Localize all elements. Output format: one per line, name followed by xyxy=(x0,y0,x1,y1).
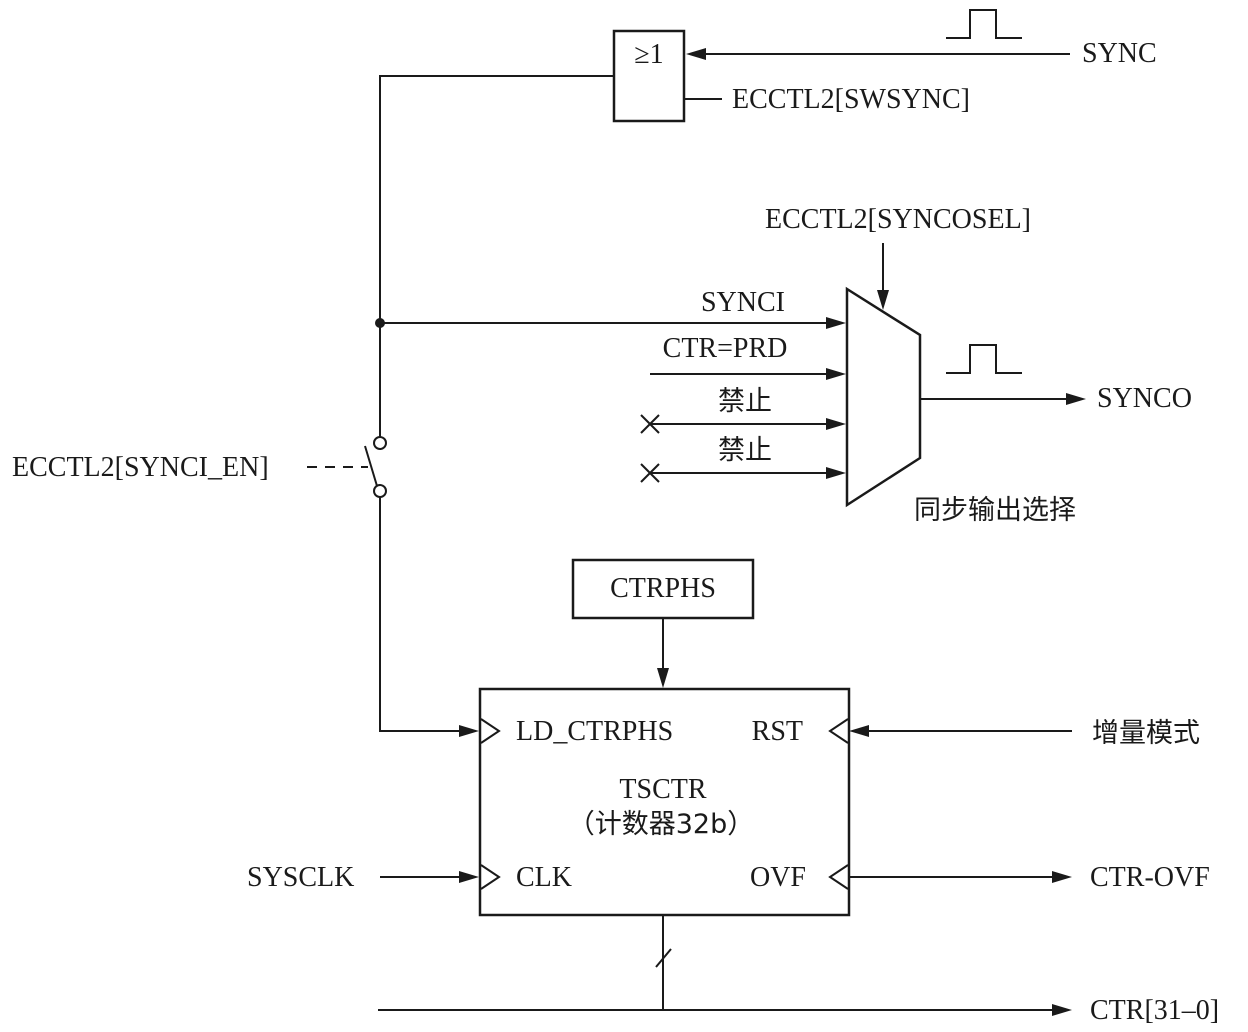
mux-input-disabled-1-arrow xyxy=(826,418,846,430)
sync-out-mux xyxy=(845,286,922,508)
ctr-bus-arrow xyxy=(1052,1004,1072,1016)
ovf-port-label: OVF xyxy=(750,862,806,893)
ctrphs-register-label: CTRPHS xyxy=(610,573,716,604)
rst-port-chevron xyxy=(828,718,849,744)
switch-blade xyxy=(364,445,378,487)
switch-upper-contact xyxy=(373,436,387,450)
ctr-bus-label: CTR[31–0] xyxy=(1090,995,1219,1026)
sysclk-input-arrow xyxy=(459,871,479,883)
synco-pulse-icon xyxy=(946,344,1022,374)
synco-output-label: SYNCO xyxy=(1097,383,1192,414)
or-gate-symbol: ≥1 xyxy=(634,39,663,70)
ld-ctrphs-port-chevron xyxy=(480,718,501,744)
ctr-ovf-label: CTR-OVF xyxy=(1090,862,1210,893)
ld-ctrphs-arrow xyxy=(459,725,479,737)
rst-source-label: 增量模式 xyxy=(1092,718,1200,749)
ld-ctrphs-port-label: LD_CTRPHS xyxy=(516,716,673,747)
ovf-output-arrow xyxy=(1052,871,1072,883)
mux-input-ctrprd-arrow xyxy=(826,368,846,380)
bus-width-slash xyxy=(655,948,672,968)
switch-lower-wire xyxy=(379,497,464,732)
rst-input-arrow xyxy=(849,725,869,737)
tsctr-counter-block xyxy=(478,687,851,917)
sync-pulse-icon xyxy=(946,9,1022,39)
mux-input-synci-arrow xyxy=(826,317,846,329)
counter-subtitle: （计数器32b） xyxy=(568,809,755,840)
counter-name: TSCTR xyxy=(619,774,706,805)
mux-input-ctrprd-label: CTR=PRD xyxy=(663,333,788,364)
switch-lower-contact xyxy=(373,484,387,498)
mux-input-disabled-2-label: 禁止 xyxy=(718,435,772,466)
disabled-2-cross-icon xyxy=(640,463,660,483)
or-gate-output-wire xyxy=(379,75,614,323)
clk-port-label: CLK xyxy=(516,862,572,893)
swsync-input-label: ECCTL2[SWSYNC] xyxy=(732,84,970,115)
mux-input-disabled-1-label: 禁止 xyxy=(718,386,772,417)
sync-input-arrow xyxy=(686,48,706,60)
mux-input-synci-label: SYNCI xyxy=(701,287,785,318)
ovf-port-chevron xyxy=(828,864,849,890)
mux-select-label: ECCTL2[SYNCOSEL] xyxy=(765,204,1031,235)
ctrphs-to-counter-arrow xyxy=(657,668,669,688)
rst-port-label: RST xyxy=(752,716,803,747)
sync-input-label: SYNC xyxy=(1082,38,1157,69)
disabled-1-cross-icon xyxy=(640,414,660,434)
sysclk-label: SYSCLK xyxy=(247,862,354,893)
synco-output-arrow xyxy=(1066,393,1086,405)
synci-en-label: ECCTL2[SYNCI_EN] xyxy=(12,452,269,483)
mux-caption: 同步输出选择 xyxy=(914,495,1076,526)
mux-select-arrow xyxy=(877,290,889,310)
clk-port-chevron xyxy=(480,864,501,890)
mux-input-disabled-2-arrow xyxy=(826,467,846,479)
